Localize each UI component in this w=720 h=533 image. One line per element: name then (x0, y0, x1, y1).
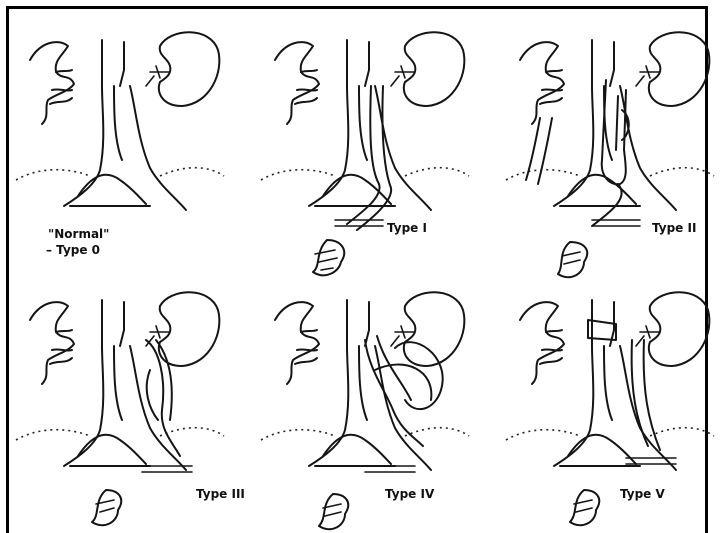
type-5-label: Type V (620, 487, 665, 501)
type-2-label: Type II (652, 221, 696, 235)
panel-type-0: "Normal" – Type 0 (16, 32, 224, 257)
type-1-label: Type I (387, 221, 427, 235)
panel-type-1: Type I (261, 32, 469, 275)
panel-type-4: Type IV (261, 292, 469, 529)
type-0-label-line2: – Type 0 (46, 243, 100, 257)
type-4-label: Type IV (385, 487, 435, 501)
panel-type-3: Type III (16, 292, 245, 525)
type-0-label-line1: "Normal" (48, 227, 109, 241)
type-3-label: Type III (196, 487, 245, 501)
panel-type-2: Type II (506, 32, 714, 277)
panel-type-5: Type V (506, 292, 714, 525)
